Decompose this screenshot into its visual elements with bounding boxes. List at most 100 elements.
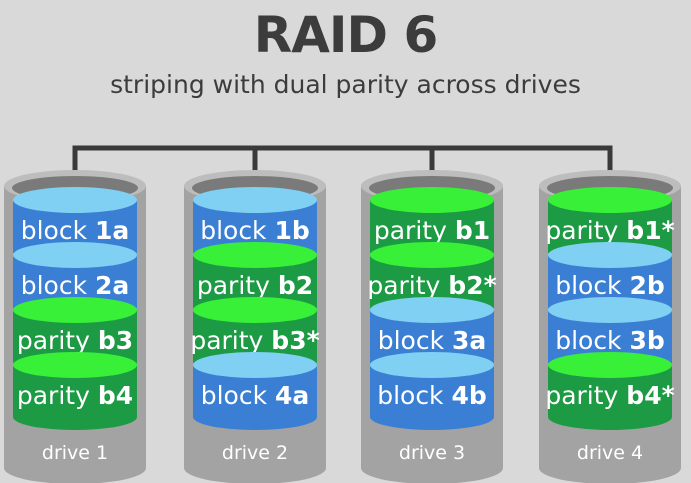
block-id: b4 — [98, 381, 133, 410]
block-id: 3b — [630, 326, 665, 355]
block-word: block — [555, 326, 622, 355]
block-label: block 3b — [555, 326, 665, 355]
block-id: b1* — [626, 216, 674, 245]
block-cap — [370, 352, 494, 378]
block-id: b2 — [278, 271, 313, 300]
block-body — [13, 365, 137, 430]
block-id: 1b — [275, 216, 310, 245]
block-word: block — [21, 271, 88, 300]
block-word: parity — [17, 326, 90, 355]
diagram-title: RAID 6 — [253, 6, 439, 64]
connector-bar — [72, 145, 613, 200]
block-cap — [548, 242, 672, 268]
block-id: b4* — [626, 381, 674, 410]
block-spacer — [263, 326, 271, 355]
block-body — [548, 365, 672, 430]
block-label: parity b1* — [545, 216, 674, 245]
block-word: block — [21, 216, 88, 245]
block-spacer — [618, 216, 626, 245]
block-cap — [193, 297, 317, 323]
block-cap — [13, 242, 137, 268]
block-cap — [193, 187, 317, 213]
block-id: 4b — [452, 381, 487, 410]
block-id: b3* — [271, 326, 319, 355]
block-label: block 1a — [21, 216, 130, 245]
block-cap — [13, 297, 137, 323]
block-id: b2* — [448, 271, 496, 300]
block-word: parity — [190, 326, 263, 355]
block-spacer — [444, 326, 452, 355]
block-word: block — [555, 271, 622, 300]
block-word: parity — [367, 271, 440, 300]
block-cap — [13, 187, 137, 213]
parity-block: parity b3* — [190, 297, 320, 375]
data-block: block 4a — [193, 352, 317, 430]
block-word: block — [377, 381, 444, 410]
block-label: parity b3 — [17, 326, 133, 355]
block-label: parity b1 — [374, 216, 490, 245]
diagram-subtitle: striping with dual parity across drives — [110, 70, 581, 99]
block-cap — [548, 352, 672, 378]
block-label: block 4b — [377, 381, 487, 410]
block-cap — [193, 352, 317, 378]
block-id: 1a — [95, 216, 129, 245]
block-label: block 2a — [21, 271, 130, 300]
block-id: 2b — [630, 271, 665, 300]
block-id: 4a — [275, 381, 309, 410]
drive-label: drive 2 — [222, 442, 288, 464]
block-label: parity b4 — [17, 381, 133, 410]
block-word: block — [200, 216, 267, 245]
block-label: parity b2* — [367, 271, 496, 300]
block-label: parity b2 — [197, 271, 313, 300]
block-cap — [548, 297, 672, 323]
block-word: parity — [545, 381, 618, 410]
block-id: b3 — [98, 326, 133, 355]
block-cap — [193, 242, 317, 268]
block-body — [370, 365, 494, 430]
block-word: parity — [545, 216, 618, 245]
drive-label: drive 1 — [42, 442, 108, 464]
block-spacer — [267, 216, 275, 245]
parity-block: parity b4 — [13, 352, 137, 430]
parity-block: parity b4* — [545, 352, 675, 430]
block-cap — [370, 297, 494, 323]
block-word: parity — [197, 271, 270, 300]
block-spacer — [90, 381, 98, 410]
block-spacer — [622, 326, 630, 355]
block-cap — [370, 187, 494, 213]
block-cap — [370, 242, 494, 268]
block-spacer — [447, 216, 455, 245]
block-label: block 4a — [201, 381, 310, 410]
block-word: parity — [374, 216, 447, 245]
block-label: block 3a — [378, 326, 487, 355]
block-spacer — [618, 381, 626, 410]
drive-label: drive 3 — [399, 442, 465, 464]
block-word: block — [201, 381, 268, 410]
connector — [72, 145, 613, 200]
block-spacer — [444, 381, 452, 410]
block-label: parity b3* — [190, 326, 319, 355]
block-label: block 1b — [200, 216, 310, 245]
block-spacer — [270, 271, 278, 300]
block-body — [193, 365, 317, 430]
data-block: block 4b — [370, 352, 494, 430]
block-spacer — [90, 326, 98, 355]
block-spacer — [267, 381, 275, 410]
block-spacer — [622, 271, 630, 300]
block-spacer — [87, 271, 95, 300]
block-label: block 2b — [555, 271, 665, 300]
drive-label: drive 4 — [577, 442, 643, 464]
block-spacer — [87, 216, 95, 245]
block-id: 3a — [452, 326, 486, 355]
block-label: parity b4* — [545, 381, 674, 410]
block-spacer — [440, 271, 448, 300]
block-id: 2a — [95, 271, 129, 300]
block-id: b1 — [455, 216, 490, 245]
block-word: parity — [17, 381, 90, 410]
block-cap — [548, 187, 672, 213]
